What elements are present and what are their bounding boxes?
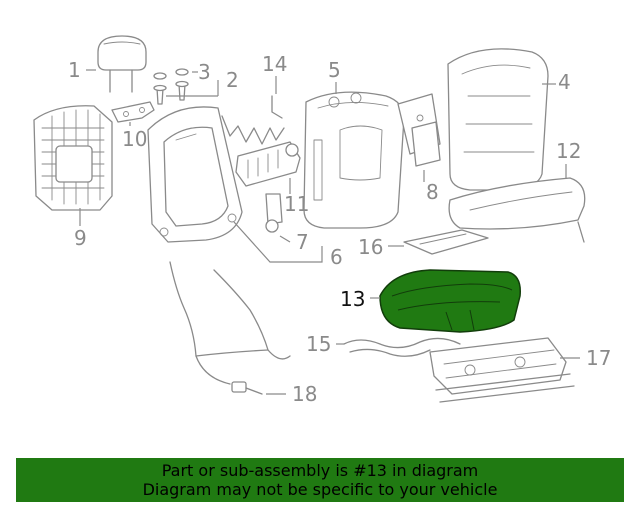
sensor-mat-part [403, 229, 489, 255]
callout-6: 6 [330, 245, 343, 269]
callout-4: 4 [558, 70, 571, 94]
callout-10: 10 [122, 127, 147, 151]
bracket-part [111, 101, 155, 123]
cushion-wire-part [343, 337, 461, 357]
callout-7: 7 [296, 230, 309, 254]
callout-11: 11 [284, 192, 309, 216]
callout-13-highlighted: 13 [340, 287, 365, 311]
leader-lines [79, 69, 580, 395]
motor-part [265, 193, 283, 233]
heater-wire-part [221, 95, 285, 145]
callout-15: 15 [306, 332, 331, 356]
headrest-guide-caps-part [153, 68, 189, 105]
seatback-panel-part [33, 105, 113, 211]
wiring-harness-part [169, 261, 291, 395]
info-banner: Part or sub-assembly is #13 in diagram D… [16, 458, 624, 502]
callout-9: 9 [74, 226, 87, 250]
pad-sheet-part [397, 93, 441, 167]
seatback-shell-part [303, 91, 405, 229]
callout-14: 14 [262, 52, 287, 76]
callout-17: 17 [586, 346, 611, 370]
callout-12: 12 [556, 139, 581, 163]
callout-8: 8 [426, 180, 439, 204]
headrest-part [97, 35, 147, 93]
banner-line-disclaimer: Diagram may not be specific to your vehi… [142, 480, 498, 499]
banner-line-part-number: Part or sub-assembly is #13 in diagram [161, 461, 479, 480]
callout-18: 18 [292, 382, 317, 406]
cushion-cover-part [448, 177, 586, 243]
callout-3: 3 [198, 60, 211, 84]
callout-2: 2 [226, 68, 239, 92]
cushion-pad-part-highlighted [379, 269, 521, 333]
seatback-cover-part [447, 48, 549, 191]
callout-16: 16 [358, 235, 383, 259]
seat-adjuster-part [429, 337, 575, 403]
callout-1: 1 [68, 58, 81, 82]
callout-5: 5 [328, 58, 341, 82]
seatback-frame-part [147, 106, 243, 243]
callout-labels: 1 2 3 4 5 6 7 8 9 10 11 12 13 14 15 16 1… [68, 52, 611, 406]
lumbar-mechanism-part [235, 141, 301, 187]
